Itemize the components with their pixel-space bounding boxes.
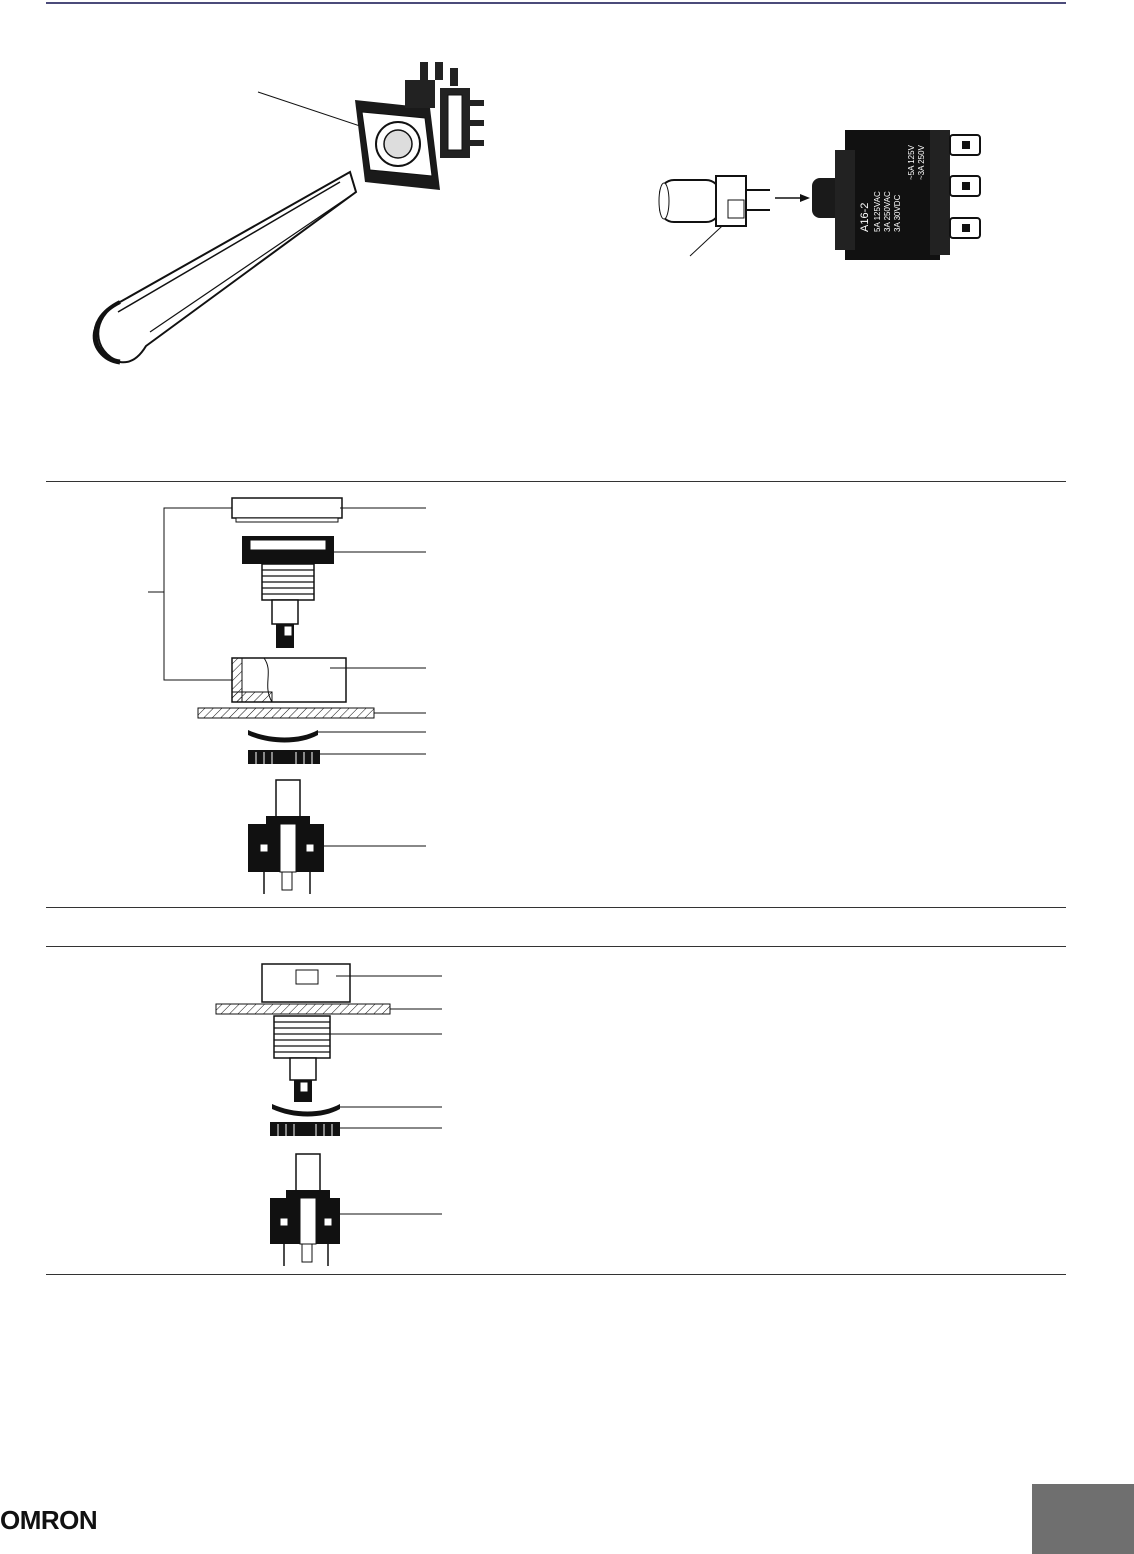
relay-label-rating-1: 5A 125VAC: [873, 191, 882, 232]
top-rule: [46, 2, 1066, 4]
relay-label-model: A16-2: [859, 203, 871, 232]
washer-drawing: [248, 730, 318, 743]
switch-body-drawing: [242, 536, 334, 648]
nut-drawing: [270, 1122, 340, 1136]
panel-drawing: [197, 707, 375, 719]
lamp-puller-tool-drawing: [92, 170, 358, 365]
cap-drawing: [261, 963, 351, 1003]
section-rule: [46, 481, 1066, 482]
exploded-assembly-diagram-2: [215, 963, 442, 1266]
section-rule: [46, 946, 1066, 947]
cap-drawing: [231, 497, 343, 523]
lamp-drawing: [658, 175, 770, 227]
section-rule: [46, 907, 1066, 908]
relay-label-right-2: ~3A 250V: [917, 144, 926, 180]
panel-drawing: [215, 1003, 391, 1015]
switch-body-drawing: [273, 1015, 331, 1102]
arrow-icon: [775, 194, 810, 202]
section-rule: [46, 1274, 1066, 1275]
exploded-assembly-diagram-1: [148, 497, 426, 894]
relay-label-rating-2: 3A 250VAC: [883, 191, 892, 232]
relay-label-rating-3: 3A 30VDC: [893, 194, 902, 232]
omron-logo: OMRON: [0, 1505, 98, 1535]
relay-label-right-1: ~5A 125V: [907, 144, 916, 180]
frame-drawing: [231, 657, 347, 703]
lamp-removal-illustration: [92, 62, 484, 365]
page-tab: [1032, 1484, 1134, 1554]
switch-unit-drawing: [248, 779, 324, 894]
relay-block-drawing: A16-2 5A 125VAC 3A 250VAC 3A 30VDC ~5A 1…: [812, 130, 981, 260]
nut-drawing: [248, 750, 320, 764]
lamp-insertion-illustration: A16-2 5A 125VAC 3A 250VAC 3A 30VDC ~5A 1…: [658, 130, 981, 260]
switch-unit-drawing: [270, 1153, 340, 1266]
washer-drawing: [272, 1104, 340, 1117]
pushbutton-switch-drawing: [355, 62, 484, 190]
